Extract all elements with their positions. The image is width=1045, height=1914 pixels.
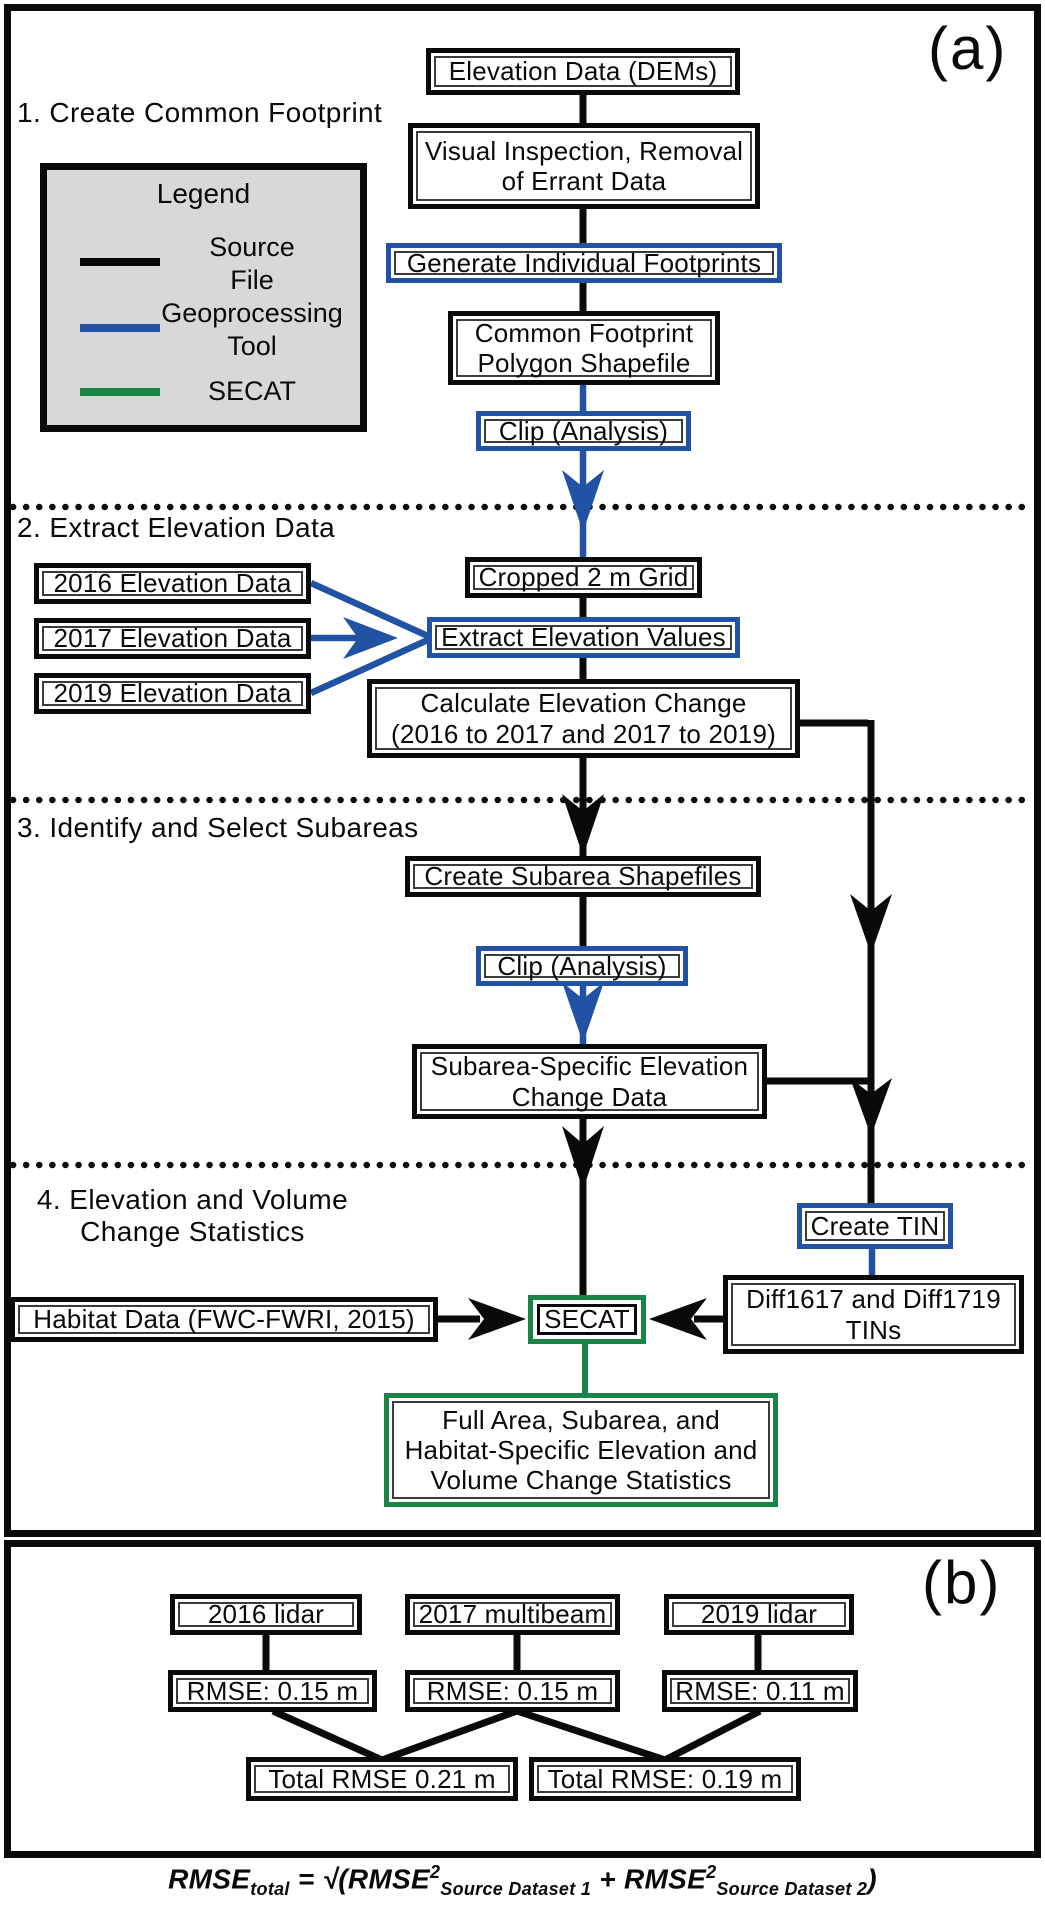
panel-b-border	[4, 1540, 1041, 1858]
legend-label-secat: SECAT	[207, 376, 296, 406]
node-elev-2017: 2017 Elevation Data	[34, 618, 311, 659]
node-source-2017-multibeam: 2017 multibeam	[405, 1594, 620, 1635]
legend-swatch-source-file	[80, 258, 160, 266]
panel-a-border	[4, 4, 1041, 1537]
node-clip-analysis-2: Clip (Analysis)	[476, 946, 688, 986]
node-cropped-grid: Cropped 2 m Grid	[465, 557, 702, 598]
node-total-rmse-2: Total RMSE: 0.19 m	[529, 1757, 801, 1801]
panel-a-label: (a)	[928, 15, 1008, 82]
node-rmse-2017: RMSE: 0.15 m	[405, 1670, 620, 1712]
formula-term1: RMSE	[347, 1863, 430, 1895]
section-divider-dotted-lines	[9, 503, 1036, 1169]
formula-term1-sup: 2	[429, 1862, 441, 1882]
node-source-2019-lidar: 2019 lidar	[664, 1594, 854, 1635]
section-2-label: 2. Extract Elevation Data	[17, 512, 336, 543]
rmse-formula: RMSEtotal = √(RMSE2Source Dataset 1 + RM…	[0, 1862, 1045, 1900]
formula-term2: RMSE	[623, 1863, 707, 1895]
node-elev-2019: 2019 Elevation Data	[34, 673, 311, 714]
formula-lhs: RMSE	[168, 1863, 251, 1895]
legend-label-geoprocessing-tool: Geoprocessing Tool	[161, 298, 343, 361]
formula-term1-sub: Source Dataset 1	[440, 1878, 592, 1899]
node-source-2016-lidar: 2016 lidar	[170, 1594, 362, 1635]
legend-swatch-geoprocessing-tool	[80, 324, 160, 332]
formula-equals: =	[289, 1863, 323, 1895]
section-3-label: 3. Identify and Select Subareas	[17, 812, 419, 843]
section-1-label: 1. Create Common Footprint	[17, 97, 383, 128]
formula-term2-sub: Source Dataset 2	[716, 1878, 868, 1899]
blue-arrowheads	[343, 470, 604, 1043]
formula-lhs-sub: total	[250, 1878, 290, 1899]
legend: Legend Source File Geoprocessing Tool SE…	[40, 163, 367, 432]
node-rmse-2016: RMSE: 0.15 m	[168, 1670, 377, 1712]
formula-term2-sup: 2	[706, 1862, 717, 1882]
node-calculate-change: Calculate Elevation Change (2016 to 2017…	[367, 679, 800, 758]
node-diff-tins: Diff1617 and Diff1719 TINs	[723, 1275, 1024, 1354]
panel-b-label: (b)	[922, 1549, 1002, 1616]
node-create-tin: Create TIN	[797, 1203, 953, 1249]
node-generate-footprints: Generate Individual Footprints	[386, 243, 782, 283]
node-total-rmse-1: Total RMSE 0.21 m	[246, 1757, 518, 1801]
node-habitat-data: Habitat Data (FWC-FWRI, 2015)	[10, 1297, 438, 1342]
node-secat: SECAT	[528, 1295, 646, 1344]
node-subarea-specific: Subarea-Specific Elevation Change Data	[412, 1044, 767, 1119]
node-elev-2016: 2016 Elevation Data	[34, 563, 311, 604]
node-results: Full Area, Subarea, and Habitat-Specific…	[384, 1393, 778, 1507]
formula-close: )	[867, 1863, 877, 1895]
node-visual-inspection: Visual Inspection, Removal of Errant Dat…	[408, 123, 760, 209]
node-common-footprint: Common Footprint Polygon Shapefile	[448, 311, 720, 385]
legend-label-source-file: Source File	[209, 232, 295, 295]
legend-title: Legend	[156, 178, 251, 209]
formula-radical: √(	[322, 1863, 348, 1895]
formula-plus: +	[591, 1863, 624, 1895]
node-create-subarea: Create Subarea Shapefiles	[405, 856, 761, 897]
node-clip-analysis-1: Clip (Analysis)	[476, 411, 691, 451]
node-elevation-data: Elevation Data (DEMs)	[426, 48, 740, 95]
node-rmse-2019: RMSE: 0.11 m	[662, 1670, 858, 1712]
black-arrowheads	[468, 794, 892, 1340]
section-4-label: 4. Elevation and Volume Change Statistic…	[36, 1184, 349, 1247]
node-extract-values: Extract Elevation Values	[427, 617, 740, 658]
legend-swatch-secat	[80, 388, 160, 396]
